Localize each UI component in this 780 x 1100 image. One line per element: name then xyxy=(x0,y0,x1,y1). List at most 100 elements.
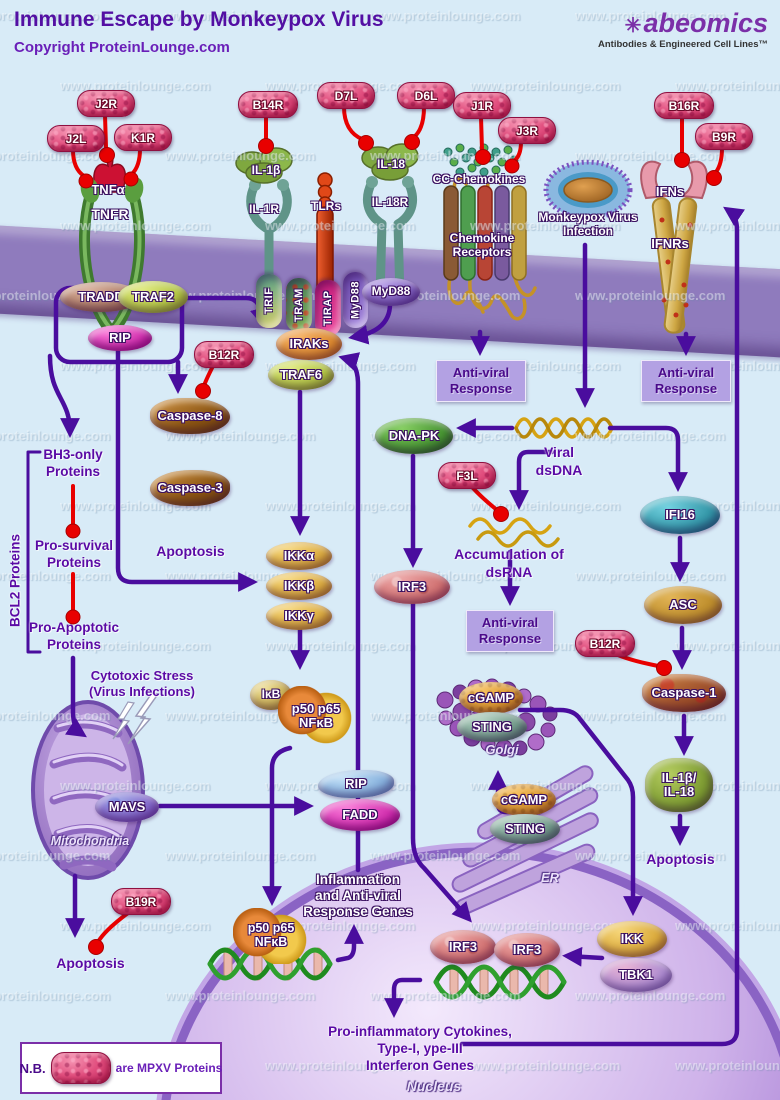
label-viral-dsdna: Viral dsDNA xyxy=(535,444,583,478)
mpxv-j1r: J1R xyxy=(453,92,511,119)
mpxv-b16r: B16R xyxy=(654,92,714,119)
mpxv-f3l: F3L xyxy=(438,462,496,489)
node-rip-tnfr: RIP xyxy=(88,325,152,351)
lightning-icon xyxy=(112,692,160,745)
label-pro-survival: Pro-survival Proteins xyxy=(34,538,114,570)
mpxv-b19r: B19R xyxy=(111,888,171,915)
label-tnfr: TNFR xyxy=(91,206,129,222)
label-apoptosis-1: Apoptosis xyxy=(156,543,225,559)
node-mavs: MAVS xyxy=(95,792,159,822)
node-nfkb-nucleus: p50 p65 NFκB xyxy=(233,908,309,964)
page-title: Immune Escape by Monkeypox Virus xyxy=(14,8,384,31)
label-proinflammatory-genes: Pro-inflammatory Cytokines,Type-I, ype-I… xyxy=(328,1024,512,1073)
il1-receptor xyxy=(235,147,293,317)
label-il18r: IL-18R xyxy=(371,195,409,209)
mpxv-d6l: D6L xyxy=(397,82,455,109)
mpxv-j2l: J2L xyxy=(47,125,105,152)
brand-mark-icon: ✳ xyxy=(624,15,642,37)
label-bh3-only: BH3-only Proteins xyxy=(43,447,103,479)
mitochondria xyxy=(31,700,145,880)
label-il1r: IL-1R xyxy=(249,202,279,216)
mpxv-j3r: J3R xyxy=(498,117,556,144)
node-p50p65-label: p50 p65 xyxy=(291,700,341,716)
label-cytotoxic-stress: Cytotoxic Stress(Virus Infections) xyxy=(89,668,195,700)
node-cgamp-golgi: cGAMP xyxy=(459,682,523,714)
antiviral-response-box-3: Anti-viral Response xyxy=(466,610,554,652)
mpxv-d7l: D7L xyxy=(317,82,375,109)
node-tbk1: TBK1 xyxy=(600,958,672,992)
label-dsrna-accumulation: Accumulation of dsRNA xyxy=(454,546,564,580)
node-p50p65-nucleus-label: p50 p65 xyxy=(247,921,295,936)
label-er: ER xyxy=(540,870,560,885)
mpxv-b9r: B9R xyxy=(695,123,753,150)
chemokine-receptors xyxy=(443,175,537,321)
label-ifnrs: IFNRs xyxy=(651,236,689,251)
node-caspase1: Caspase-1 xyxy=(642,674,726,712)
mpxv-b12r-casp8: B12R xyxy=(194,341,254,368)
label-il18: IL-18 xyxy=(376,157,405,171)
node-traf2: TRAF2 xyxy=(118,281,188,313)
brand-logo: ✳abeomics Antibodies & Engineered Cell L… xyxy=(598,10,768,51)
tnfr-receptor xyxy=(78,151,146,336)
legend-box: N.B. are MPXV Proteins xyxy=(20,1042,222,1094)
legend-nb: N.B. xyxy=(19,1060,46,1076)
mpxv-b12r-casp1: B12R xyxy=(575,630,635,657)
antiviral-response-box-1: Anti-viral Response xyxy=(436,360,526,402)
node-myd88-il18r: MyD88 xyxy=(362,278,420,306)
node-caspase3: Caspase-3 xyxy=(150,470,230,506)
node-ikk: IKK xyxy=(597,921,667,957)
node-traf6: TRAF6 xyxy=(268,360,334,390)
tlr-receptor xyxy=(316,172,334,300)
node-il1b-il18: IL-1β/ IL-18 xyxy=(645,758,713,812)
label-golgi: Golgi xyxy=(485,742,519,757)
node-irf3-nucleus-1: IRF3 xyxy=(430,930,496,964)
label-mitochondria: Mitochondria xyxy=(50,834,130,848)
node-ifi16: IFI16 xyxy=(640,496,720,534)
node-nfkb-nucleus-label: NFκB xyxy=(254,935,288,949)
node-ikka: IKKα xyxy=(266,542,332,570)
node-ikkg: IKKγ xyxy=(266,602,332,630)
node-sting-golgi: STING xyxy=(457,712,527,742)
viral-dsdna-helix xyxy=(514,417,614,439)
node-nfkb-complex: p50 p65 NFκB xyxy=(278,686,354,746)
antiviral-response-box-2: Anti-viral Response xyxy=(641,360,731,402)
bcl2-bracket xyxy=(26,450,42,654)
node-il1b-slash: IL-1β/ xyxy=(661,769,697,785)
node-asc: ASC xyxy=(644,586,722,624)
label-tnfa: TNFα xyxy=(91,182,125,197)
node-fadd: FADD xyxy=(320,799,400,831)
label-apoptosis-3: Apoptosis xyxy=(56,955,125,971)
node-ikkb: IKKβ xyxy=(266,572,332,600)
mpxv-j2r: J2R xyxy=(77,90,135,117)
dna-irf3-site xyxy=(433,964,567,1000)
label-virus-infection: Monkeypox Virus Infection xyxy=(538,210,638,239)
mpxv-b14r: B14R xyxy=(238,91,298,118)
virus-particle xyxy=(543,159,633,221)
label-ifns: IFNs xyxy=(655,184,685,199)
copyright-text: Copyright ProteinLounge.com xyxy=(14,39,230,56)
label-pro-apoptotic: Pro-Apoptotic Proteins xyxy=(29,620,119,652)
brand-tagline: Antibodies & Engineered Cell Lines™ xyxy=(598,39,768,50)
node-il18-line: IL-18 xyxy=(663,784,695,799)
label-cc-chemokines: CC-Chemokines xyxy=(432,172,526,186)
legend-text: are MPXV Proteins xyxy=(115,1061,223,1075)
ifn-receptor xyxy=(640,160,708,334)
legend-mpxv-pill xyxy=(50,1052,111,1084)
node-dnapk: DNA-PK xyxy=(375,418,453,454)
label-tlrs: TLRs xyxy=(311,199,341,213)
node-irf3-cyto: IRF3 xyxy=(374,570,450,604)
label-apoptosis-2: Apoptosis xyxy=(646,851,715,867)
node-nfkb-label: NFκB xyxy=(299,715,333,730)
node-iraks: IRAKs xyxy=(276,328,342,360)
label-il1b: IL-1β xyxy=(251,163,281,177)
label-chemokine-receptors: Chemokine Receptors xyxy=(449,231,515,260)
node-rip-blue: RIP xyxy=(318,770,394,798)
node-irf3-nucleus-2: IRF3 xyxy=(494,933,560,967)
node-sting-er: STING xyxy=(490,814,560,844)
label-nucleus: Nucleus xyxy=(406,1078,462,1094)
node-caspase8: Caspase-8 xyxy=(150,398,230,434)
